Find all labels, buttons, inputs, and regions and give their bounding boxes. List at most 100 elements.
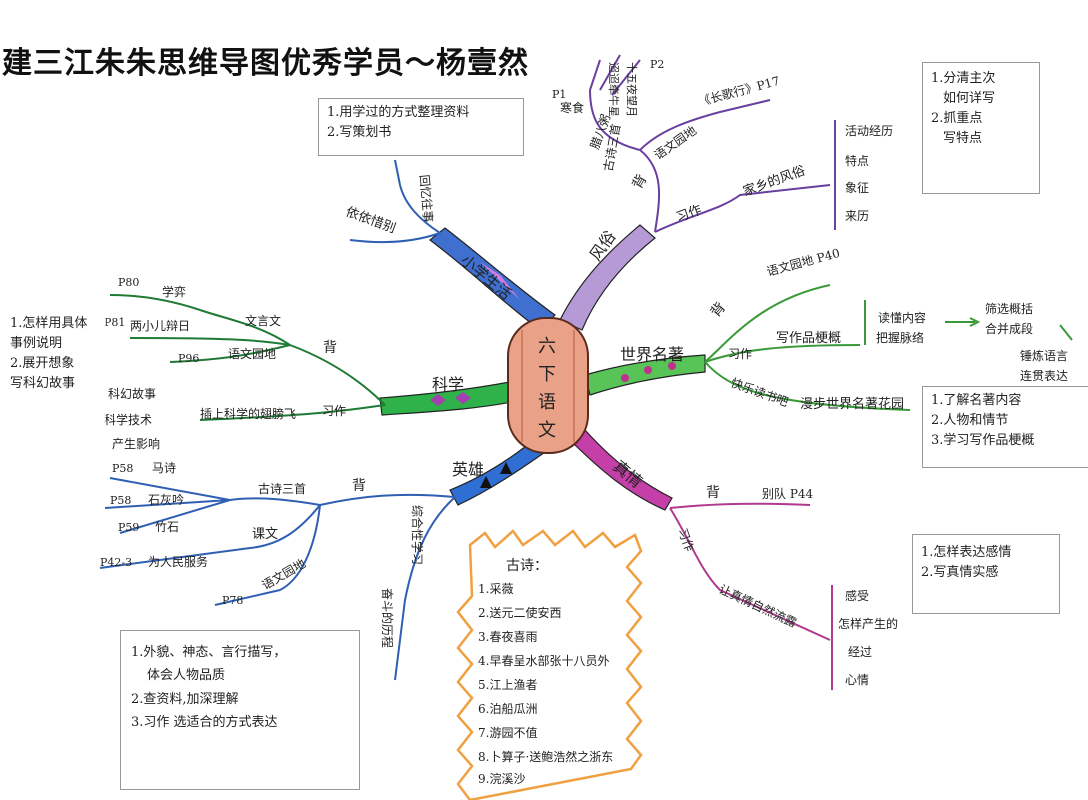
note-custom-line-1: 1.分清主次 xyxy=(931,71,996,86)
feeling-point-3: 经过 xyxy=(848,645,872,659)
hero-kewen-text: 为人民服务 xyxy=(148,554,208,569)
note-books-line-3: 3.学习写作品梗概 xyxy=(931,433,1035,449)
science-point-1: 科幻故事 xyxy=(108,386,156,401)
poem-6: 6.泊船瓜洲 xyxy=(478,702,538,716)
poem-7: 7.游园不值 xyxy=(478,726,538,740)
note-science-line-4: 写科幻故事 xyxy=(10,376,76,392)
note-feeling-line-1: 1.怎样表达感情 xyxy=(921,545,1012,560)
hero-kewen-page: P42-3 xyxy=(100,556,132,569)
branch-books-label: 世界名著 xyxy=(620,345,684,364)
custom-recite: 背 xyxy=(630,172,651,192)
poem-2: 2.送元二使安西 xyxy=(478,606,562,620)
custom-poem-1: 寒食 xyxy=(560,100,584,115)
note-books-line-2: 2.人物和情节 xyxy=(931,413,1009,429)
center-char-4: 文 xyxy=(538,420,556,441)
center-char-3: 语 xyxy=(538,392,556,413)
feeling-point-4: 心情 xyxy=(845,673,869,687)
note-hero-line-1: 1.外貌、神态、言行描写， xyxy=(131,645,287,660)
note-science-line-2: 事例说明 xyxy=(10,336,63,352)
center-char-2: 下 xyxy=(538,364,556,385)
hero-yuwen-page: P78 xyxy=(222,594,243,607)
books-reading-topic: 漫步世界名著花园 xyxy=(800,396,904,412)
custom-point-2: 特点 xyxy=(845,153,869,168)
custom-poem-3: 十五夜望月 xyxy=(625,62,639,117)
branch-science-label: 科学 xyxy=(432,375,464,394)
note-custom-line-4: 写特点 xyxy=(943,131,983,147)
custom-compose: 习作 xyxy=(674,203,704,226)
hero-poem-text-1: 马诗 xyxy=(152,461,176,475)
branch-custom-shape xyxy=(559,224,656,331)
custom-point-4: 来历 xyxy=(845,209,869,223)
poems-list: 古诗： 1.采薇 2.送元二使安西 3.春夜喜雨 4.早春呈水部张十八员外 5.… xyxy=(478,555,638,789)
feeling-recite: 背 xyxy=(706,485,720,501)
note-custom: 1.分清主次 如何详写 2.抓重点 写特点 xyxy=(922,62,1040,194)
note-hero-line-2: 体会人物品质 xyxy=(147,668,226,684)
custom-compose-topic: 家乡的风俗 xyxy=(741,162,808,199)
poem-9: 9.浣溪沙 xyxy=(478,772,526,786)
custom-recite-item-3: 语文园地 xyxy=(651,123,699,163)
note-books: 1.了解名著内容 2.人物和情节 3.学习写作品梗概 xyxy=(922,386,1088,468)
feeling-point-1: 感受 xyxy=(845,588,869,603)
science-wenyan: 文言文 xyxy=(245,313,281,328)
hero-kewen: 课文 xyxy=(252,527,278,542)
note-custom-line-3: 2.抓重点 xyxy=(931,111,983,127)
hero-recite: 背 xyxy=(352,478,366,494)
poem-4: 4.早春呈水部张十八员外 xyxy=(478,654,610,668)
books-step-2: 合并成段 xyxy=(985,321,1033,336)
note-school-line-2: 2.写策划书 xyxy=(327,125,392,141)
books-compose-topic: 写作品梗概 xyxy=(776,331,841,346)
branch-school-shape xyxy=(429,227,556,331)
hero-poem-text-2: 石灰吟 xyxy=(148,492,184,507)
branch-hero-label: 英雄 xyxy=(452,460,484,479)
books-step-1: 筛选概括 xyxy=(985,301,1033,316)
note-science-line-1: 1.怎样用具体 xyxy=(10,316,88,331)
note-hero: 1.外貌、神态、言行描写， 体会人物品质 2.查资料,加深理解 3.习作 选适合… xyxy=(120,630,360,790)
note-feeling: 1.怎样表达感情 2.写真情实感 xyxy=(912,534,1060,614)
books-recite-item: 语文园地 P40 xyxy=(765,245,841,279)
custom-poem-2: 迢迢牵牛星 xyxy=(607,62,621,117)
feeling-point-2: 怎样产生的 xyxy=(838,616,898,631)
note-hero-line-4: 3.习作 选适合的方式表达 xyxy=(131,715,278,731)
poem-1: 1.采薇 xyxy=(478,582,514,596)
books-reading: 快乐读书吧 xyxy=(729,376,790,410)
science-compose-topic: 插上科学的翅膀飞 xyxy=(200,406,296,421)
books-compose: 习作 xyxy=(728,347,752,361)
poems-frame xyxy=(456,529,643,800)
note-feeling-line-2: 2.写真情实感 xyxy=(921,565,999,581)
science-recite: 背 xyxy=(323,340,337,356)
custom-point-3: 象征 xyxy=(845,181,869,195)
science-wenyan-page-2: P81 xyxy=(104,316,125,329)
hero-comprehensive-topic: 奋斗的历程 xyxy=(380,588,395,648)
custom-point-1: 活动经历 xyxy=(845,124,893,138)
center-char-1: 六 xyxy=(538,336,556,357)
note-school-line-1: 1.用学过的方式整理资料 xyxy=(327,105,470,120)
science-wenyan-text-1: 学弈 xyxy=(162,284,186,299)
note-hero-line-3: 2.查资料,加深理解 xyxy=(131,691,239,707)
center-node xyxy=(507,317,589,454)
poem-5: 5.江上渔者 xyxy=(478,678,538,692)
note-custom-line-2: 如何详写 xyxy=(943,91,996,107)
books-step-4: 连贯表达 xyxy=(1020,368,1068,383)
science-yuwen-page: P96 xyxy=(178,352,199,365)
books-step-3: 锤炼语言 xyxy=(1020,348,1068,363)
feeling-recite-item: 别队 P44 xyxy=(762,486,814,501)
books-method-2: 把握脉络 xyxy=(876,330,924,345)
hero-poem-page-3: P59 xyxy=(118,521,139,534)
science-compose: 习作 xyxy=(322,404,346,418)
science-point-2: 科学技术 xyxy=(104,412,152,427)
science-point-3: 产生影响 xyxy=(112,436,160,451)
science-wenyan-text-2: 两小儿辩日 xyxy=(130,319,190,333)
feeling-compose-topic: 让真情自然流露 xyxy=(717,581,799,630)
custom-page-p2: P2 xyxy=(650,58,664,71)
feeling-compose: 习作 xyxy=(675,526,696,553)
hero-poem-text-3: 竹石 xyxy=(155,520,179,534)
poems-title: 古诗： xyxy=(506,558,548,574)
custom-page-p1: P1 xyxy=(552,88,566,101)
school-sub-1: 回忆往事 xyxy=(417,174,436,223)
hero-poem-page-1: P58 xyxy=(112,462,133,475)
poem-8: 8.卜算子·送鲍浩然之浙东 xyxy=(478,750,614,764)
note-school: 1.用学过的方式整理资料 2.写策划书 xyxy=(318,98,524,156)
branch-science-shape xyxy=(379,379,523,416)
page-title: 建三江朱朱思维导图优秀学员～杨壹然 xyxy=(2,46,529,81)
